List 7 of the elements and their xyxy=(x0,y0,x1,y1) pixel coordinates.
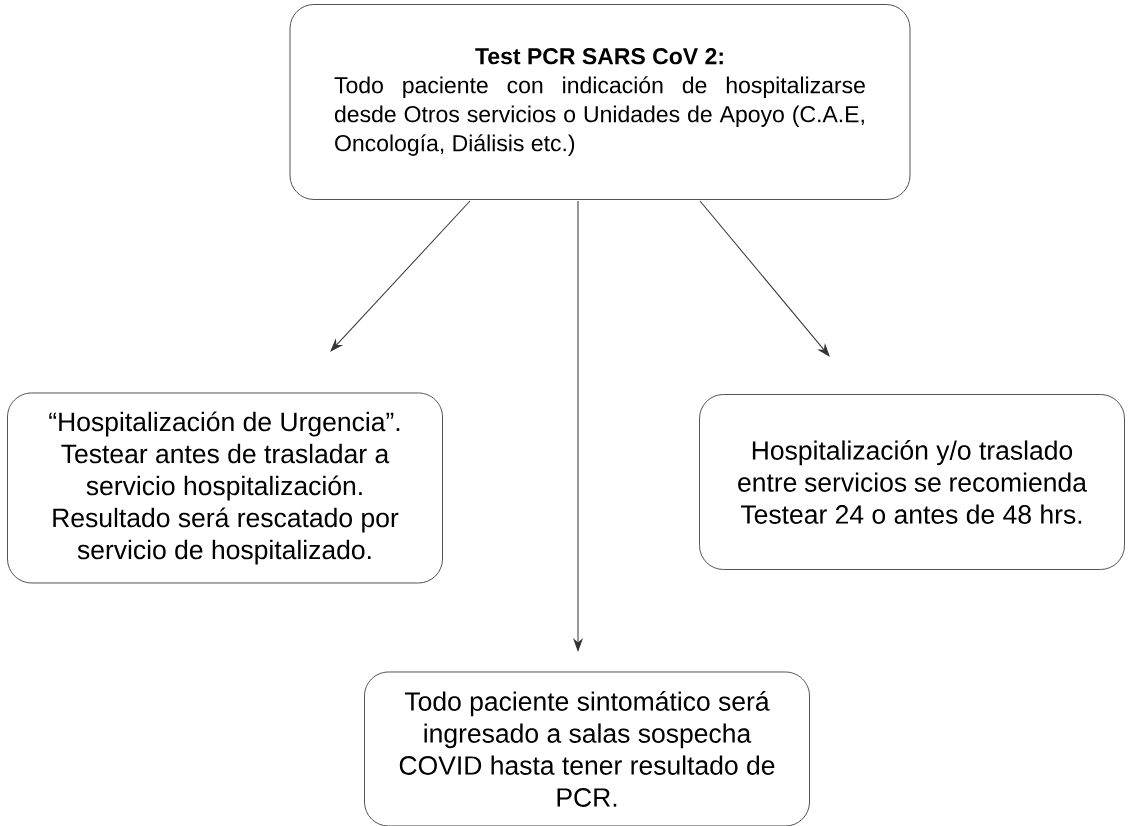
process-box: Hospitalización y/o traslado entre servicios se recomienda Testear 24 o antes de 48 hrs. xyxy=(699,394,1125,570)
process-box: “Hospitalización de Urgencia”. Testear antes de trasladar a servicio hospitalización. Resultado será rescatado por servicio de hospitalizado. xyxy=(7,392,443,584)
arrow xyxy=(330,200,471,352)
arrow xyxy=(699,200,830,357)
process-box: Todo paciente sintomático será ingresado a salas sospecha COVID hasta tener resultado de PCR. xyxy=(364,671,810,826)
arrow xyxy=(573,200,583,651)
process-box: Test PCR SARS CoV 2: Todo paciente con indicación de hospitalizarse desde Otros servicios o Unidades de Apoyo (C.A.E, Oncología, Diálisis etc.) xyxy=(289,4,911,200)
